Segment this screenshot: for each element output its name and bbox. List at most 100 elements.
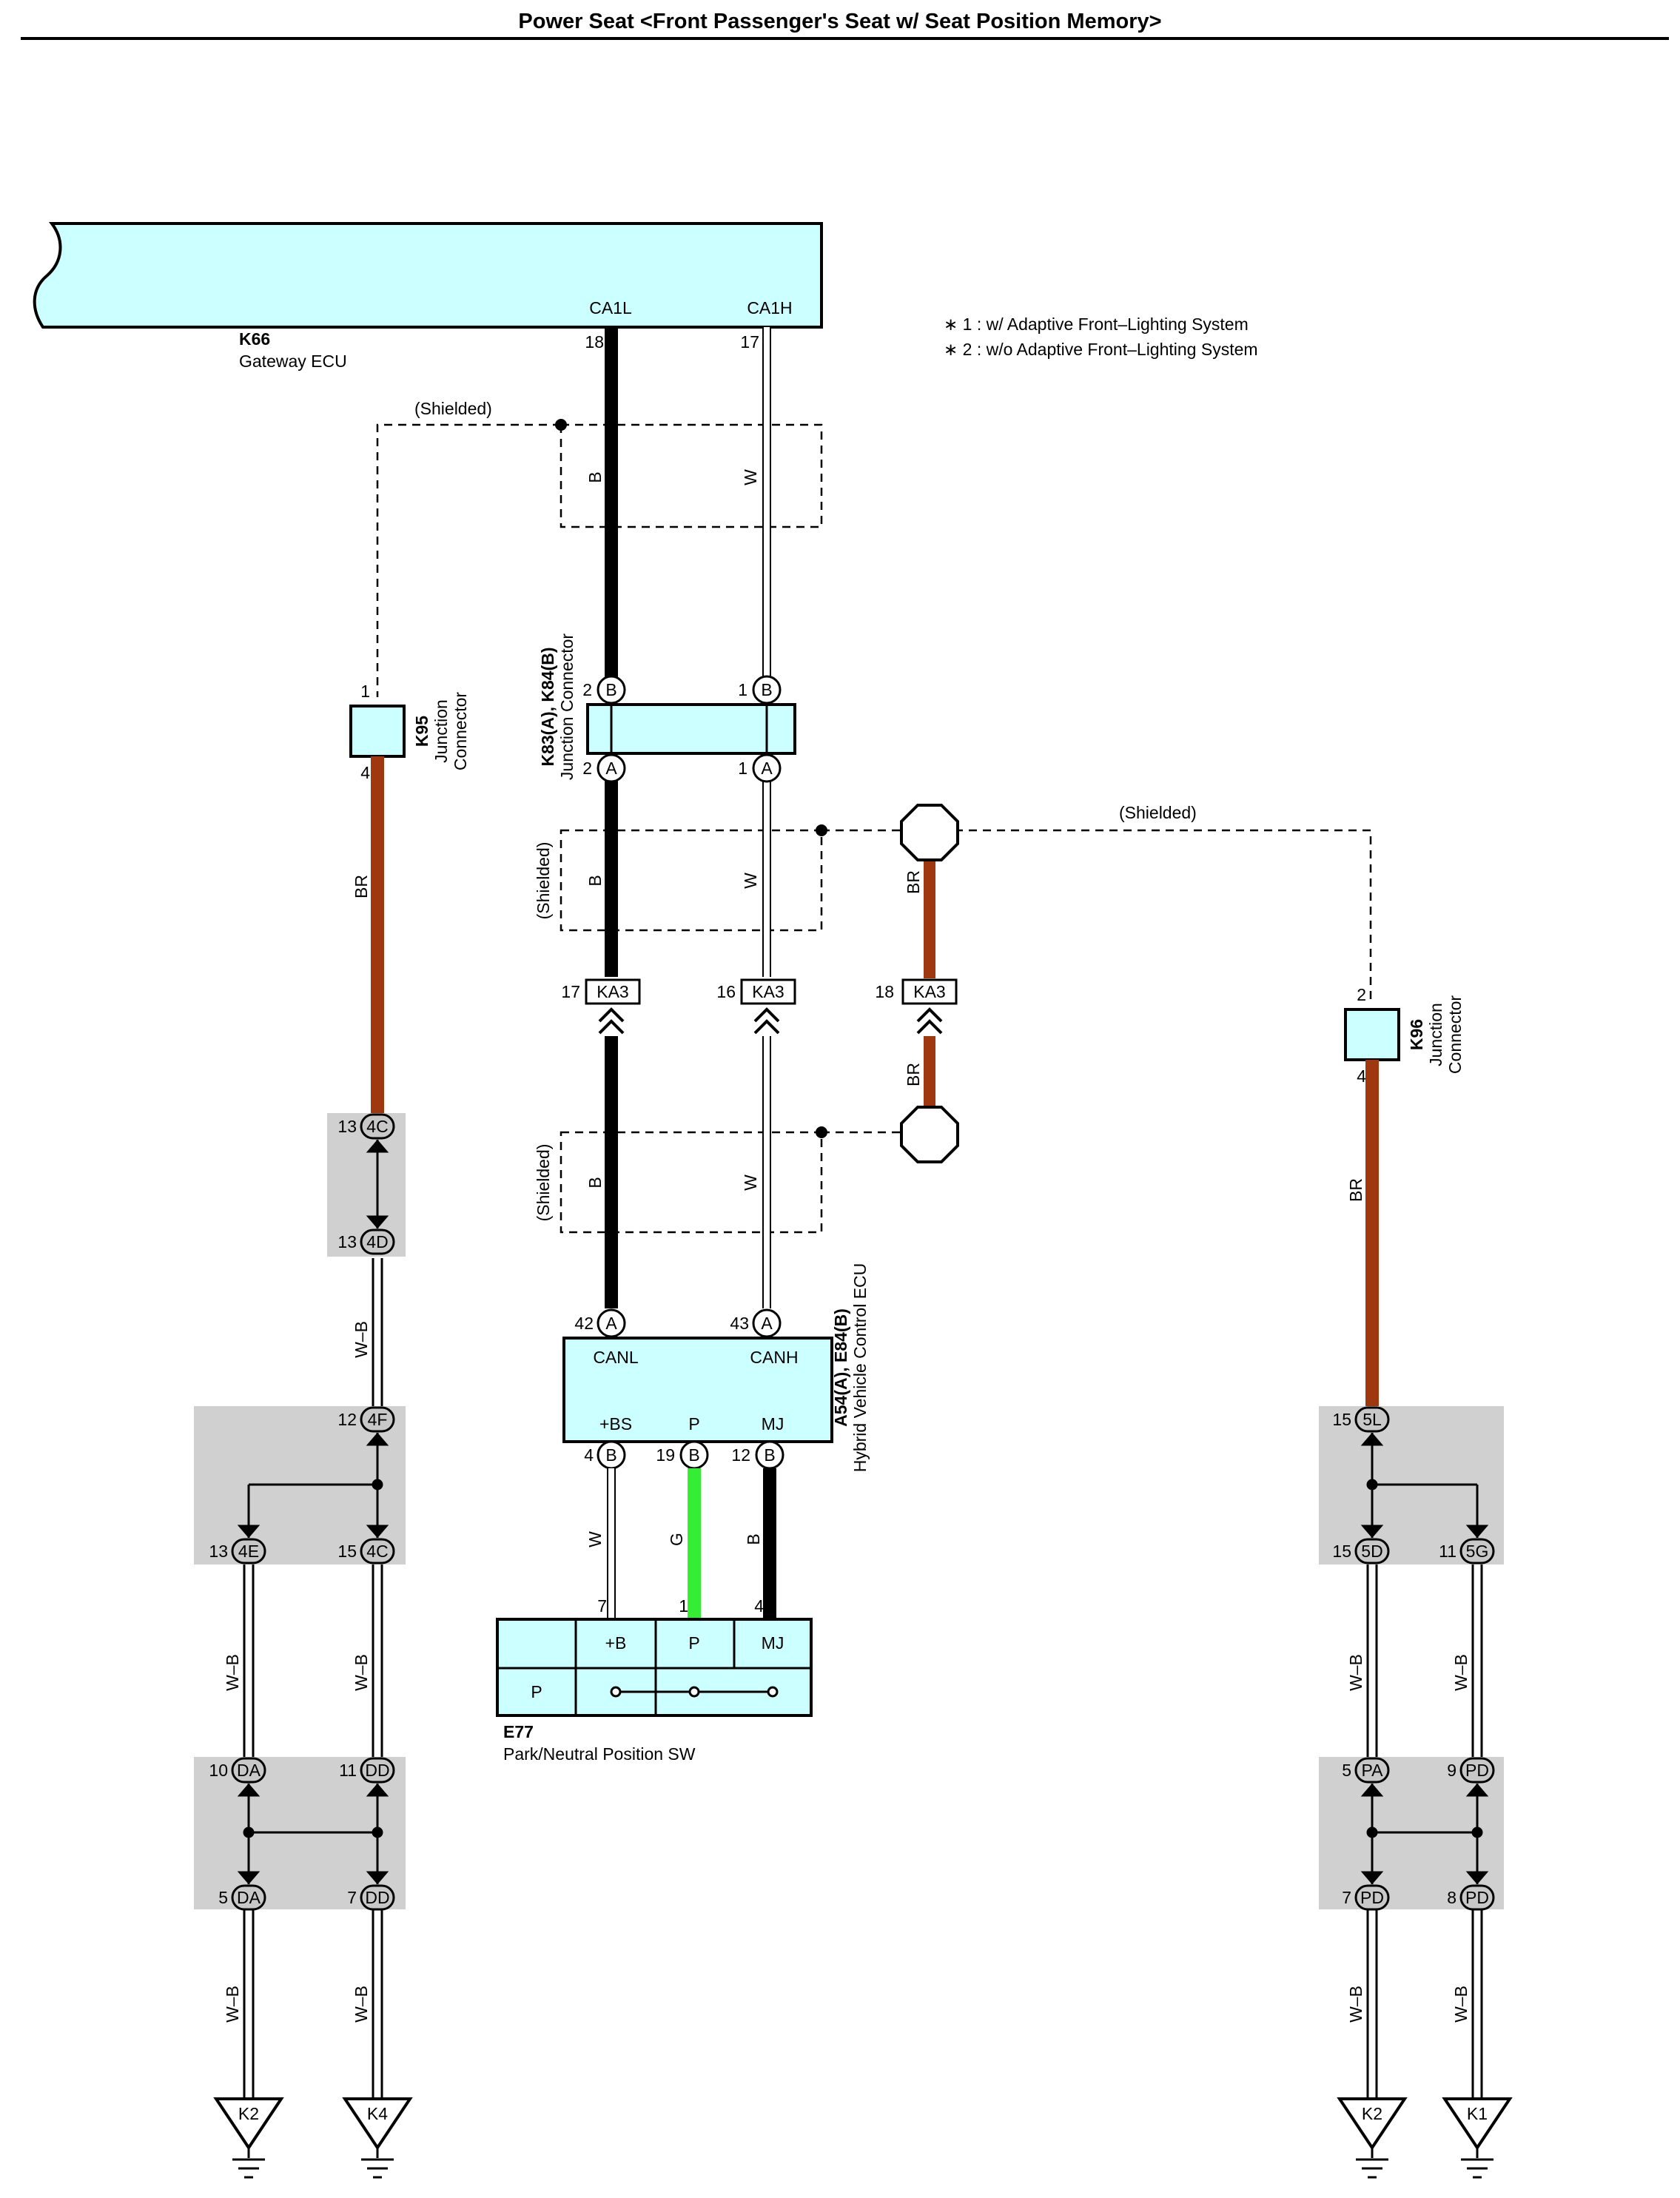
park-neutral-switch: +B P MJ P 7 1 4 E77 Park/Neutral Positio… — [496, 1596, 813, 1764]
junction-pin: 8 — [1447, 1888, 1456, 1907]
k95-name: Connector — [451, 692, 470, 770]
ecu-pin-canh: CANH — [750, 1348, 798, 1367]
ground-code: K4 — [367, 2104, 388, 2123]
wire-color-wb: W–B — [223, 1654, 242, 1691]
e77-name: Park/Neutral Position SW — [503, 1744, 696, 1764]
wire-color-wb: W–B — [1451, 1986, 1471, 2023]
wire-color-w: W — [741, 873, 760, 889]
pin-18: 18 — [585, 332, 604, 352]
ecu-pin-bs: +BS — [599, 1414, 632, 1434]
junction-pill-jpd_top: PD 9 — [1447, 1757, 1495, 1784]
pin-ca1l-label: CA1L — [589, 298, 632, 317]
junction-code: 4C — [366, 1117, 388, 1136]
junction-pin: 7 — [1342, 1888, 1351, 1907]
splice-dot — [816, 1126, 827, 1138]
shield-box-2 — [560, 829, 823, 932]
ka3-connectors: KA3 17 KA3 16 KA3 18 — [561, 978, 958, 1035]
page-title: Power Seat <Front Passenger's Seat w/ Se… — [518, 10, 1161, 33]
wire-color-b: B — [585, 471, 605, 483]
ka3-pin: 17 — [561, 982, 580, 1001]
ground-code: K2 — [238, 2104, 259, 2123]
ka3-label: KA3 — [752, 982, 784, 1001]
e77-pin-1: 1 — [679, 1596, 688, 1616]
ecu-pin-canl: CANL — [593, 1348, 639, 1367]
ka3-label: KA3 — [597, 982, 628, 1001]
junction-connector-k83: B B A A 2 1 2 1 K83(A), K84(B) Junction … — [538, 633, 796, 783]
junction-pill-jda_bot: DA5 — [218, 1884, 266, 1911]
gateway-ecu: CA1L CA1H K66 Gateway ECU 18 17 — [33, 222, 823, 371]
wire-color-wb: W–B — [1346, 1986, 1365, 2023]
junction-pin: 12 — [337, 1410, 357, 1429]
junction-pin: 15 — [1332, 1542, 1351, 1561]
pin-ca1h-label: CA1H — [747, 298, 792, 317]
k95-code: K95 — [412, 716, 431, 747]
junction-pill-jdd_bot: DD7 — [347, 1884, 395, 1911]
junction-pill-j4c_top: 4C 13 — [337, 1113, 395, 1140]
letter-b: B — [605, 680, 616, 699]
wire-color-wb: W–B — [223, 1986, 242, 2023]
junction-pin: 15 — [1332, 1410, 1351, 1429]
shield-drain-k96 — [955, 829, 1372, 1005]
sw-row-p: P — [531, 1682, 542, 1701]
junction-pin: 5 — [1342, 1761, 1351, 1780]
k66-name: Gateway ECU — [239, 352, 347, 371]
junction-pill-jpd_b2: PD8 — [1447, 1884, 1495, 1911]
junction-code: PD — [1465, 1761, 1489, 1780]
junction-pin: 5 — [218, 1888, 228, 1907]
junction-pin: 9 — [1447, 1761, 1456, 1780]
wire-color-br: BR — [1346, 1178, 1365, 1202]
junction-code: PA — [1362, 1761, 1384, 1780]
hybrid-control-ecu: CANL CANH +BS P MJ A A 42 43 B B B 4 19 … — [562, 1263, 870, 1473]
letter-a: A — [605, 759, 617, 778]
junction-code: PD — [1360, 1888, 1384, 1907]
junction-pin: 13 — [337, 1117, 357, 1136]
note-1: ∗ 1 : w/ Adaptive Front–Lighting System — [944, 315, 1249, 334]
junction-code: 5G — [1466, 1542, 1489, 1561]
k83-name: Junction Connector — [557, 633, 577, 781]
wire-color-g: G — [667, 1533, 686, 1546]
junction-internals — [237, 1139, 1489, 1885]
pin-label: 2 — [582, 680, 592, 699]
k95-pin-1: 1 — [360, 682, 370, 701]
junction-code: DD — [365, 1888, 389, 1907]
pin-4: 4 — [584, 1445, 594, 1465]
junction-connector-k95: 1 4 K95 Junction Connector — [349, 682, 470, 782]
ka3-pin: 18 — [875, 982, 894, 1001]
sw-header-p: P — [688, 1633, 699, 1653]
letter-a: A — [761, 1314, 773, 1333]
junction-pin: 13 — [337, 1232, 357, 1251]
k96-code: K96 — [1407, 1019, 1426, 1050]
junction-pill-jpd_b1: PD 7 — [1342, 1884, 1390, 1911]
pin-17: 17 — [740, 332, 759, 352]
k96-pin-2: 2 — [1357, 985, 1366, 1004]
sw-header-mj: MJ — [762, 1633, 784, 1653]
junction-code: DA — [237, 1761, 261, 1780]
junction-pin: 15 — [337, 1542, 357, 1561]
letter-a: A — [761, 759, 773, 778]
a54-code: A54(A), E84(B) — [831, 1308, 850, 1427]
e77-pin-4: 4 — [754, 1596, 764, 1616]
e77-wires: W G B — [585, 1468, 776, 1619]
wire-color-wb: W–B — [1451, 1654, 1471, 1691]
k96-name: Junction — [1426, 1003, 1445, 1066]
wire-color-wb: W–B — [352, 1321, 371, 1358]
splice-octagon — [900, 1106, 959, 1163]
shield-box-1 — [560, 423, 823, 528]
k95-name: Junction — [431, 699, 451, 763]
a54-name: Hybrid Vehicle Control ECU — [850, 1263, 870, 1473]
pin-label: 1 — [738, 680, 747, 699]
note-2: ∗ 2 : w/o Adaptive Front–Lighting System — [944, 340, 1258, 359]
shield-box-3 — [560, 1131, 823, 1234]
pin-42: 42 — [574, 1314, 594, 1333]
junction-pin: 11 — [339, 1761, 357, 1780]
k96-name: Connector — [1445, 995, 1465, 1074]
ecu-pin-mj: MJ — [762, 1414, 784, 1434]
